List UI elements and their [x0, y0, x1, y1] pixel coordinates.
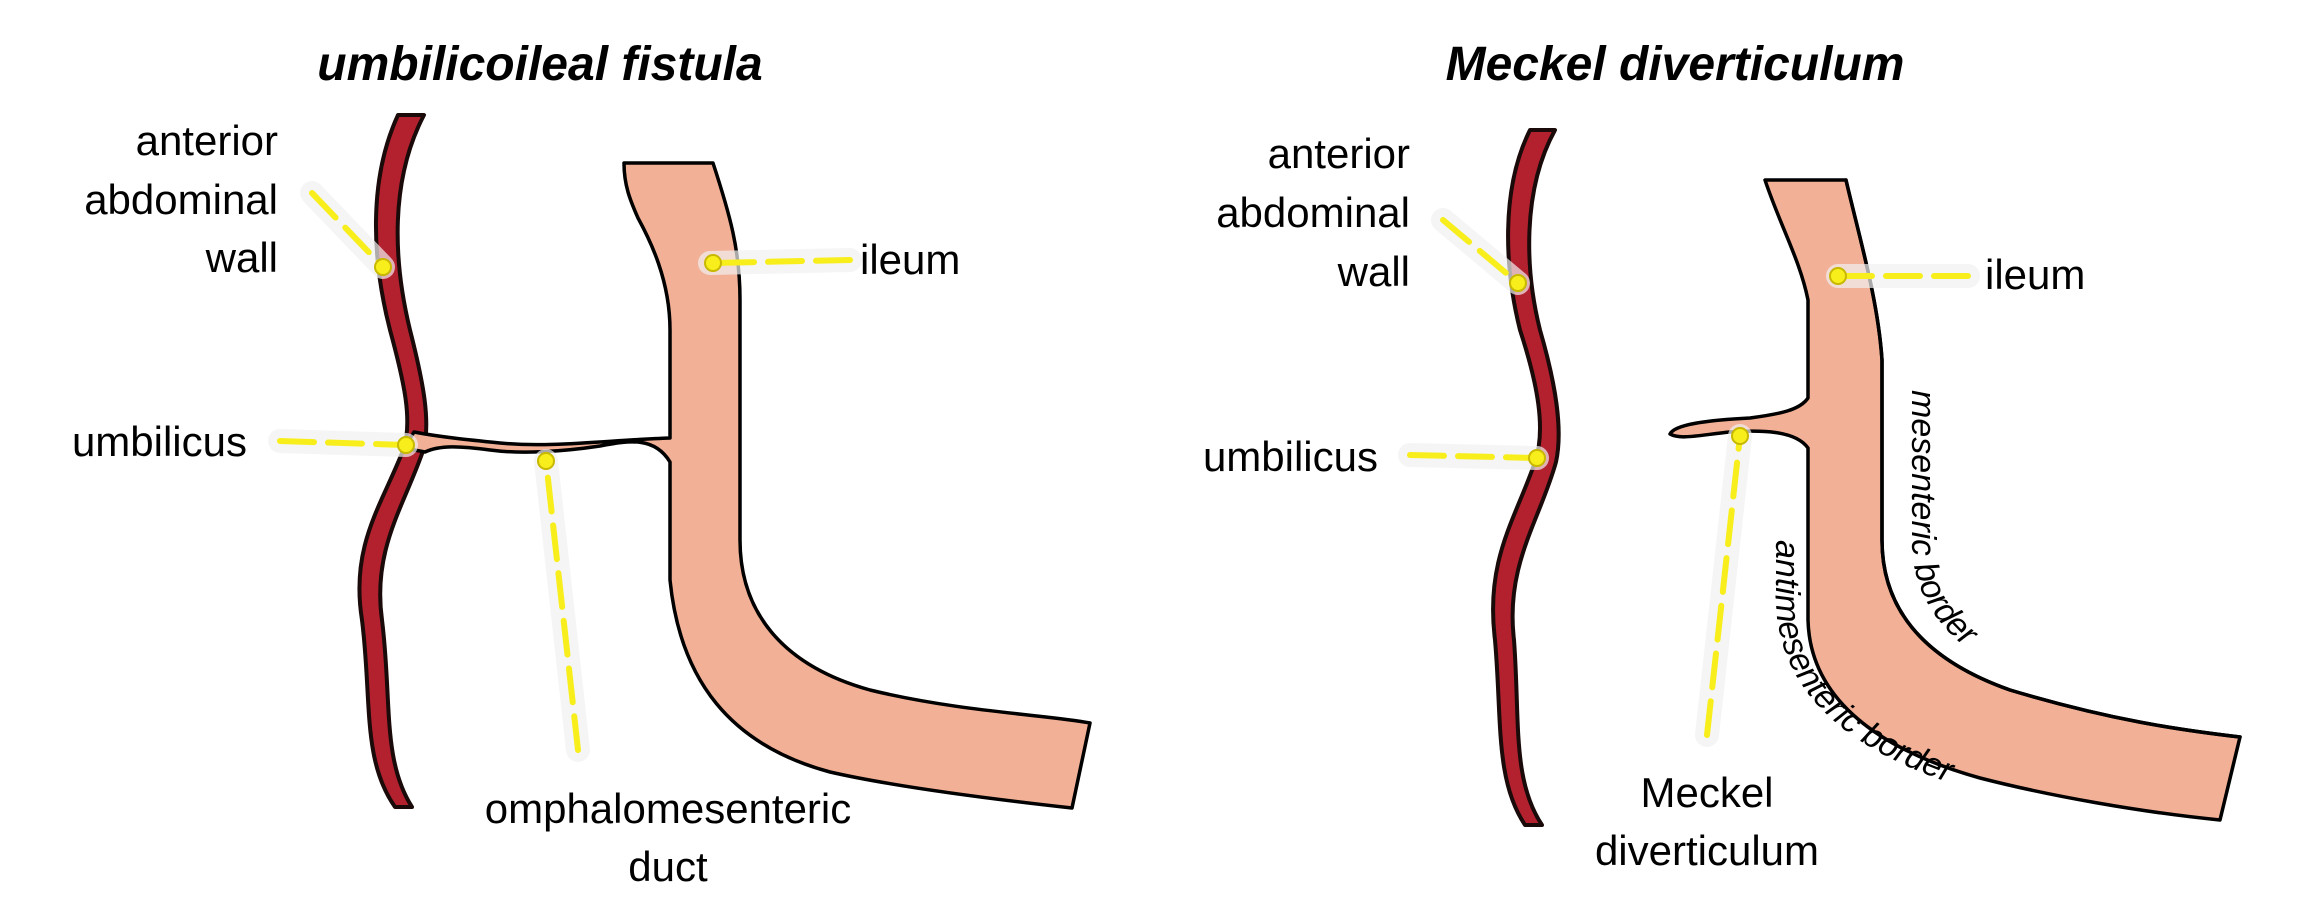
label-left-wall-line2: abdominal	[84, 176, 278, 223]
right-leader-lines	[1398, 208, 1980, 747]
right-panel: Meckel diverticulum anterior abdominal w…	[1203, 38, 2242, 874]
label-left-wall-line3: wall	[205, 234, 278, 281]
left-leader-lines	[268, 181, 862, 762]
marker-right-umbilicus	[1528, 449, 1546, 467]
marker-left-wall	[374, 258, 392, 276]
label-left-duct-line2: duct	[628, 843, 708, 890]
label-right-wall-line2: abdominal	[1216, 189, 1410, 236]
label-right-wall-line1: anterior	[1268, 130, 1410, 177]
leader-right-umbilicus	[1407, 452, 1540, 461]
leader-right-meckel	[1704, 433, 1743, 738]
left-panel-title: umbilicoileal fistula	[317, 38, 762, 91]
left-panel: umbilicoileal fistula anterior abdominal…	[72, 38, 1092, 890]
right-abdominal-wall	[1491, 128, 1561, 827]
left-ileum	[402, 161, 1092, 810]
leader-left-wall	[309, 190, 386, 270]
marker-left-duct	[537, 452, 555, 470]
label-left-ileum: ileum	[860, 236, 960, 283]
label-right-wall-line3: wall	[1337, 248, 1410, 295]
right-panel-title: Meckel diverticulum	[1446, 38, 1905, 91]
label-right-meckel-line1: Meckel	[1640, 769, 1773, 816]
label-right-ileum: ileum	[1985, 251, 2085, 298]
marker-left-umbilicus	[397, 436, 415, 454]
label-mesenteric-border: mesenteric border	[1904, 390, 1986, 654]
leader-left-ileum	[710, 257, 853, 266]
label-right-umbilicus: umbilicus	[1203, 433, 1378, 480]
marker-right-meckel	[1731, 427, 1749, 445]
leader-left-duct	[543, 458, 581, 753]
label-right-meckel-line2: diverticulum	[1595, 827, 1819, 874]
left-abdominal-wall	[357, 113, 429, 809]
label-mesenteric-border-text: mesenteric border	[1904, 390, 1986, 654]
marker-right-wall	[1509, 274, 1527, 292]
leader-left-umbilicus	[277, 438, 409, 448]
label-left-umbilicus: umbilicus	[72, 418, 247, 465]
marker-right-ileum	[1829, 267, 1847, 285]
label-left-duct-line1: omphalomesenteric	[485, 785, 852, 832]
marker-left-ileum	[704, 254, 722, 272]
label-left-wall-line1: anterior	[136, 117, 278, 164]
leader-right-wall	[1440, 217, 1521, 286]
